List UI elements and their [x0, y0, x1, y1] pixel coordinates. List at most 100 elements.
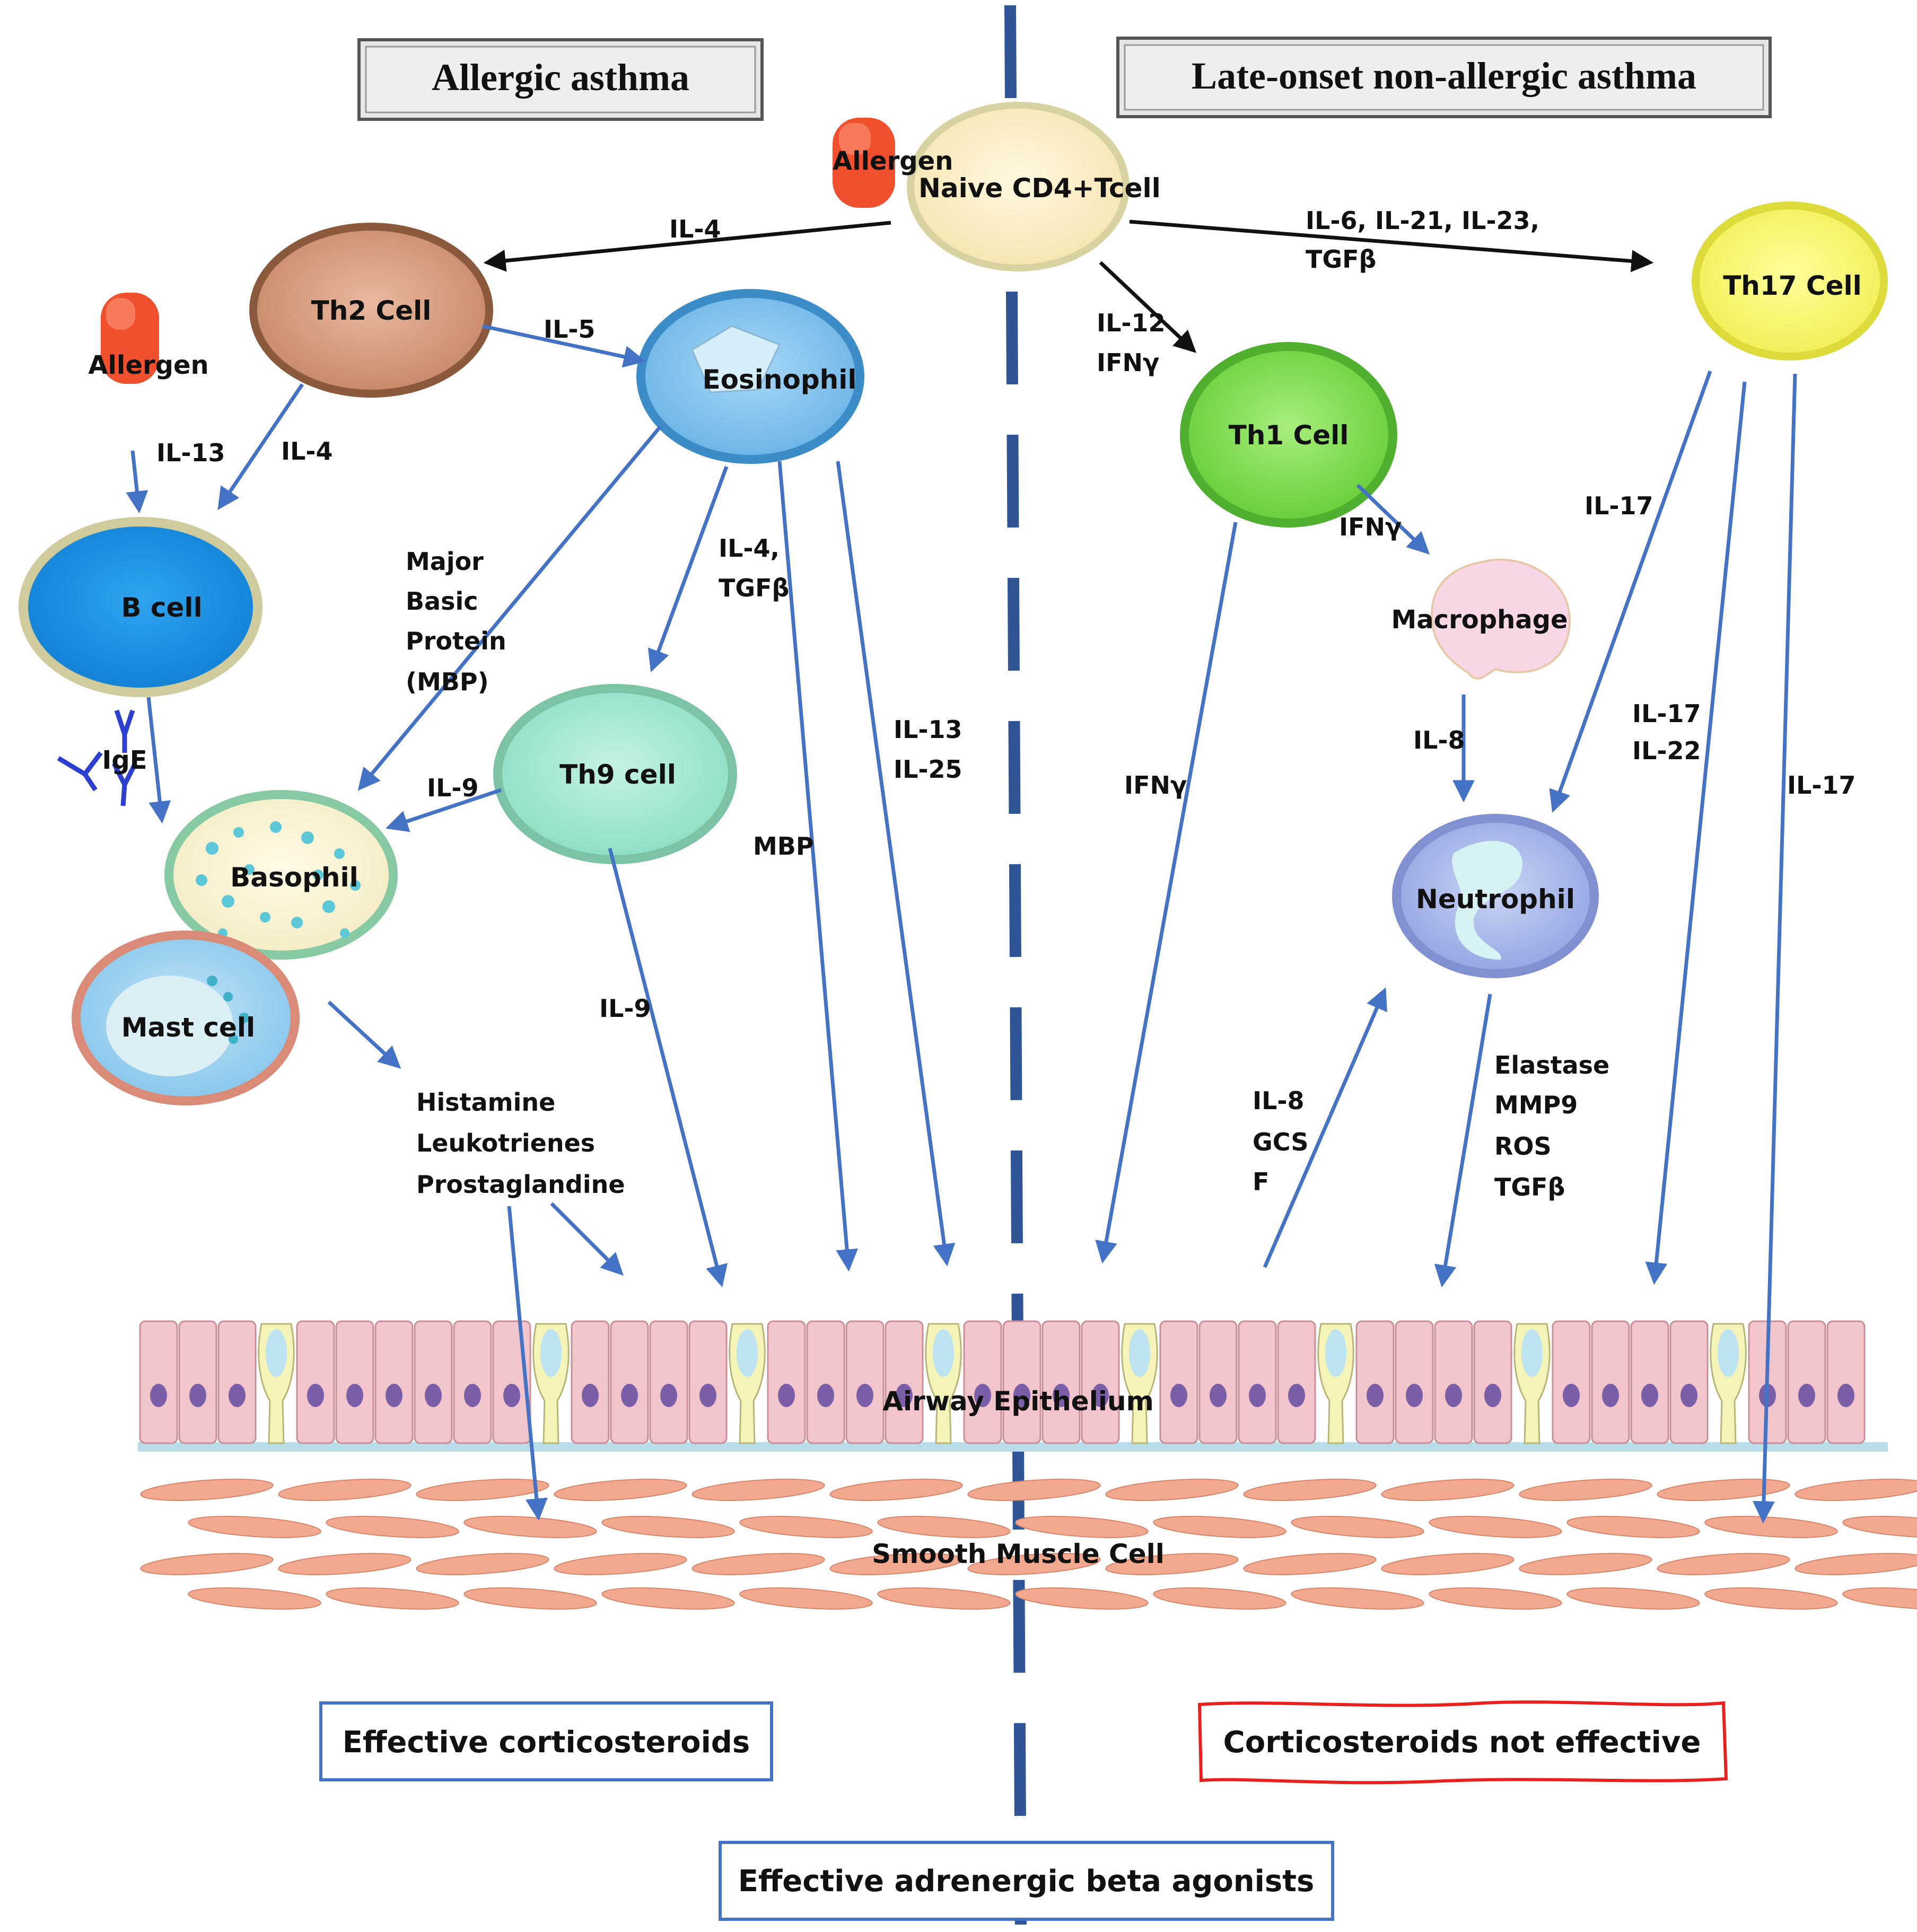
- label-il9-epi: IL-9: [599, 994, 651, 1023]
- label-mediators-3: Prostaglandine: [416, 1170, 625, 1199]
- epithelial-cell: [845, 1320, 885, 1444]
- epithelial-nucleus: [229, 1384, 246, 1407]
- arrow-th17-neutrophil: [1549, 370, 1712, 813]
- basophil: Basophil: [164, 790, 398, 960]
- goblet-granules: [1129, 1329, 1150, 1377]
- smooth-muscle-fiber: [1381, 1553, 1515, 1575]
- goblet-granules: [540, 1329, 562, 1377]
- smooth-muscle-fiber: [1657, 1553, 1790, 1575]
- label-mediators-1: Histamine: [416, 1088, 555, 1117]
- allergen-top-label: Allergen: [833, 146, 953, 176]
- epithelial-nucleus: [778, 1384, 795, 1407]
- epithelial-nucleus: [621, 1384, 638, 1407]
- epithelial-cell: [806, 1320, 845, 1444]
- airway-epithelium: Airway Epithelium: [138, 1320, 1888, 1452]
- label-neut-1: Elastase: [1494, 1051, 1609, 1079]
- epithelial-cell: [453, 1320, 492, 1444]
- smooth-muscle-fiber: [188, 1587, 321, 1610]
- box-effective-corticosteroids-text: Effective corticosteroids: [343, 1725, 750, 1760]
- label-il17-22-2: IL-22: [1632, 736, 1701, 765]
- arrow-th9-epi: [608, 848, 728, 1288]
- box-corticosteroids-not-effective-text: Corticosteroids not effective: [1223, 1725, 1701, 1760]
- macrophage: Macrophage: [1391, 558, 1571, 680]
- arrow-eos-basophil: [357, 425, 662, 791]
- epithelial-cell: [414, 1320, 453, 1444]
- center-divider: [1004, 5, 1027, 1925]
- smooth-muscle-fiber: [463, 1587, 597, 1610]
- smooth-muscle-fiber: [1291, 1516, 1424, 1538]
- label-il13-b: IL-13: [156, 438, 225, 467]
- epithelial-cell: [1395, 1320, 1434, 1444]
- mast-cell: Mast cell: [72, 930, 300, 1105]
- airway-epithelium-label: Airway Epithelium: [882, 1386, 1153, 1417]
- epithelial-nucleus: [1445, 1384, 1462, 1407]
- epithelial-nucleus: [660, 1384, 677, 1407]
- smooth-muscle-fiber: [829, 1479, 963, 1501]
- th9-cell-label: Th9 cell: [559, 759, 676, 790]
- epithelial-nucleus: [1484, 1384, 1501, 1407]
- th2-cell-label: Th2 Cell: [311, 295, 432, 326]
- smooth-muscle-fiber: [1291, 1587, 1424, 1610]
- arrow-allergen-bcell: [126, 450, 148, 514]
- epithelial-cell: [1552, 1320, 1591, 1444]
- epithelial-cell: [374, 1320, 414, 1444]
- smooth-muscle-fiber: [554, 1553, 687, 1575]
- epithelial-nucleus: [1170, 1384, 1187, 1407]
- b-cell: B cell: [19, 517, 262, 697]
- label-il9-baso: IL-9: [427, 774, 479, 802]
- neutrophil-label: Neutrophil: [1416, 884, 1575, 915]
- label-mediators-2: Leukotrienes: [416, 1129, 595, 1157]
- arrow-mast-mediators: [327, 1000, 401, 1069]
- epithelial-cell: [1159, 1320, 1198, 1444]
- arrow-epi-neutrophil: [1263, 987, 1387, 1268]
- smooth-muscle-fiber: [877, 1587, 1011, 1610]
- epithelial-cell: [1238, 1320, 1277, 1444]
- th9-cell: Th9 cell: [493, 684, 737, 864]
- epithelial-nucleus: [464, 1384, 481, 1407]
- smooth-muscle-fiber: [1153, 1587, 1286, 1610]
- smooth-muscle-fiber: [601, 1587, 735, 1610]
- smooth-muscle-fiber: [1243, 1553, 1377, 1575]
- label-il17-22-1: IL-17: [1632, 699, 1701, 728]
- label-mbp-4: (MBP): [406, 668, 489, 696]
- arrow-mediators-epi: [550, 1202, 624, 1276]
- label-il8gcsf-3: F: [1253, 1167, 1269, 1196]
- epithelial-cell: [1826, 1320, 1866, 1444]
- label-il13-25-2: IL-25: [894, 755, 962, 784]
- epithelial-cell: [885, 1320, 924, 1444]
- smooth-muscle-fiber: [1566, 1516, 1700, 1538]
- smooth-muscle-fiber: [1105, 1553, 1239, 1575]
- allergen-left: Allergen: [88, 293, 209, 384]
- epithelial-nucleus: [189, 1384, 206, 1407]
- epithelial-nucleus: [1210, 1384, 1227, 1407]
- smooth-muscle-fiber: [554, 1479, 687, 1501]
- epithelial-nucleus: [1406, 1384, 1423, 1407]
- arrow-eos-epi-mbp: [777, 461, 859, 1272]
- smooth-muscle-fiber: [1381, 1479, 1515, 1501]
- arrow-th9-basophil: [386, 788, 502, 832]
- label-mbp-1: Major: [406, 547, 484, 576]
- epithelial-cell: [1041, 1320, 1081, 1444]
- label-il6-line2: TGFβ: [1306, 245, 1377, 274]
- label-il4tgf-1: IL-4,: [719, 534, 780, 563]
- epithelial-nucleus: [1367, 1384, 1384, 1407]
- label-ifng-epi: IFNγ: [1124, 771, 1187, 800]
- epithelial-nucleus: [856, 1384, 873, 1407]
- smooth-muscle-fiber: [877, 1516, 1011, 1538]
- epithelial-nucleus: [896, 1384, 913, 1407]
- smooth-muscle-fiber: [188, 1516, 321, 1538]
- arrow-naive-th2: [483, 221, 891, 272]
- arrow-th2-eos: [482, 324, 646, 368]
- label-mbp-short: MBP: [753, 832, 814, 860]
- goblet-granules: [1325, 1329, 1346, 1377]
- goblet-granules: [266, 1329, 287, 1377]
- label-il8-mac: IL-8: [1413, 726, 1465, 754]
- allergen-top: [833, 118, 895, 208]
- epithelial-cell: [217, 1320, 257, 1444]
- th1-cell-label: Th1 Cell: [1229, 420, 1349, 451]
- epithelial-nucleus: [1563, 1384, 1580, 1407]
- epithelial-cell: [1630, 1320, 1669, 1444]
- arrow-naive-th1: [1099, 261, 1197, 353]
- epithelial-cell: [688, 1320, 728, 1444]
- label-il17-c: IL-17: [1787, 771, 1856, 800]
